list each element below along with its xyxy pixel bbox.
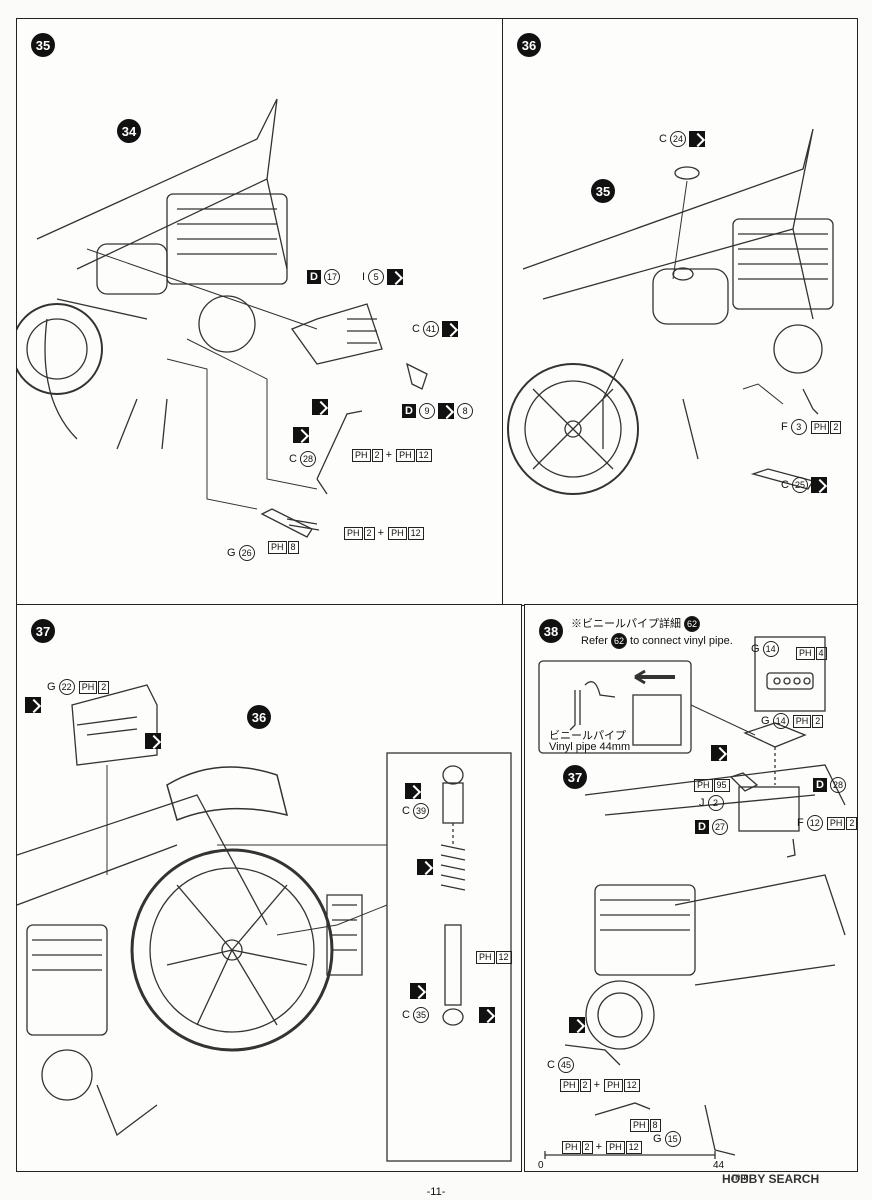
scale-zero: 0	[538, 1160, 544, 1171]
step-37-panel: 37	[16, 604, 522, 1172]
paint-icon	[312, 399, 328, 415]
part-c24-label: C 24	[659, 131, 706, 147]
paint-icon	[438, 403, 455, 419]
part-c45-label: C 45	[547, 1057, 575, 1073]
paint-icon	[293, 427, 309, 443]
page-number: -11-	[426, 1186, 446, 1198]
part-j2-label: J 2	[699, 795, 724, 811]
step-number-badge: 35	[31, 33, 55, 57]
part-i5-label: I 5	[362, 269, 404, 285]
part-c25-label: C 25	[781, 477, 828, 493]
scale-unit: mm	[732, 1172, 749, 1183]
paint-icon	[711, 745, 727, 761]
part-c39-label: C 39	[402, 803, 430, 819]
part-c41-label: C 41	[412, 321, 459, 337]
paint-icon-group	[25, 697, 41, 713]
paint-icon-group	[410, 983, 426, 999]
paint-icon	[689, 131, 706, 147]
reference-step-badge: 35	[591, 179, 615, 203]
paint-icon	[410, 983, 426, 999]
paint-icon	[442, 321, 459, 337]
step-number-badge: 37	[31, 619, 55, 643]
step-36-panel: 36 35 C 24	[502, 18, 858, 606]
paint-icon	[405, 783, 421, 799]
part-d9-label: D 9 8	[402, 403, 474, 419]
step-number-badge: 36	[517, 33, 541, 57]
paint-icon	[811, 477, 828, 493]
paint-icon	[25, 697, 41, 713]
part-g26-label: G 26	[227, 545, 255, 561]
paint-icon-group	[711, 745, 727, 761]
no-cement-icon	[417, 859, 433, 875]
motorcycle-frame-illustration	[17, 98, 428, 538]
vinyl-pipe-note-en: Refer 62 to connect vinyl pipe.	[581, 633, 733, 649]
vinyl-pipe-note-jp: ※ビニールパイプ詳細 62	[571, 615, 701, 633]
part-d28-label: D 28	[813, 777, 847, 793]
watermark: HOBBY SEARCH	[722, 1172, 820, 1186]
part-c28-label: C 28	[289, 451, 317, 467]
step-35-panel: 35 34	[16, 18, 504, 606]
paint-icon-group	[405, 783, 421, 799]
step-38-panel: 38 ※ビニールパイプ詳細 62 Refer 62 to connect vin…	[524, 604, 858, 1172]
battery-and-frame-illustration	[538, 636, 846, 1159]
paint-icon	[479, 1007, 495, 1023]
paint-icon-group	[293, 427, 309, 443]
paint-icon-group	[569, 1017, 585, 1033]
paint-icon	[569, 1017, 585, 1033]
part-c35-label: C 35	[402, 1007, 430, 1023]
reference-step-badge: 34	[117, 119, 141, 143]
step-number-badge: 38	[539, 619, 563, 643]
paint-icon	[145, 733, 161, 749]
part-d17-label: D 17	[307, 269, 341, 285]
paint-icon-group	[479, 1007, 495, 1023]
part-d27-label: D 27	[695, 819, 729, 835]
paint-icon	[387, 269, 404, 285]
pipe-label-jp: ビニールパイプ	[549, 730, 626, 742]
reference-step-badge: 37	[563, 765, 587, 789]
scale-length: 44	[713, 1160, 725, 1171]
no-glue-icon-group	[417, 859, 433, 875]
reference-step-badge: 36	[247, 705, 271, 729]
part-g14-label: G 14	[751, 641, 779, 657]
motorcycle-frame-illustration	[507, 128, 834, 495]
paint-icon-group	[145, 733, 161, 749]
paint-icon-group	[312, 399, 328, 415]
pipe-label-en: Vinyl pipe 44mm	[549, 741, 631, 753]
part-g15-label: G 15	[653, 1131, 681, 1147]
